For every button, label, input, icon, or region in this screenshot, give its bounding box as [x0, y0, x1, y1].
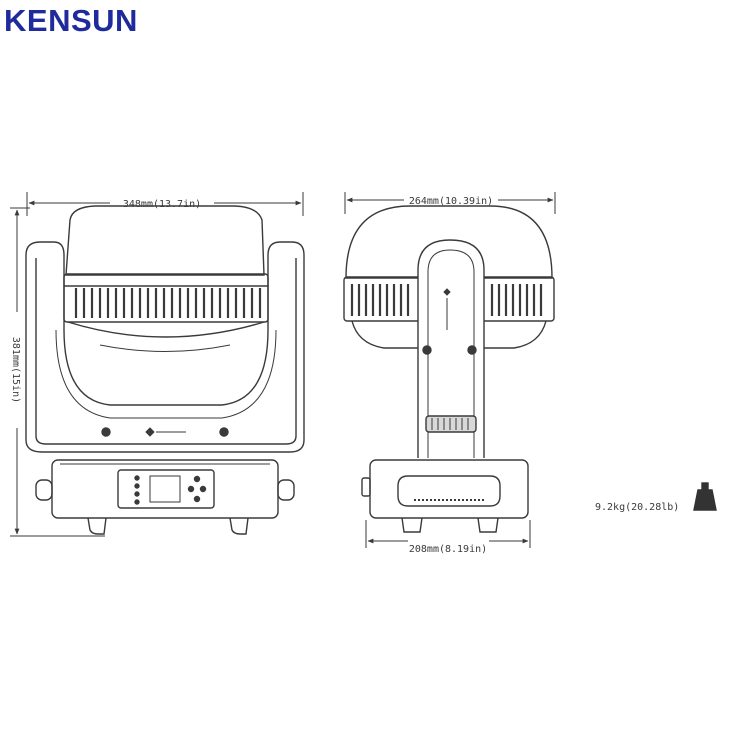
- cooling-fins-side: [350, 284, 543, 316]
- base-icon: [35, 459, 295, 535]
- logo-mark-side-icon: [443, 288, 451, 330]
- yoke-arm-icon: [417, 239, 485, 458]
- side-head-dimension: [344, 192, 556, 214]
- control-panel-icon: [117, 469, 215, 509]
- screw-icon: [219, 427, 229, 437]
- side-base-depth-label: 208mm(8.19in): [409, 544, 487, 555]
- drawing-panel: [0, 178, 749, 559]
- cooling-fins: [74, 288, 262, 318]
- side-base-dimension: [365, 520, 531, 548]
- weight-label: 9.2kg(20.28lb): [595, 502, 679, 513]
- screw-icon: [101, 427, 111, 437]
- front-height-dimension: [10, 207, 105, 537]
- front-width-dimension: [26, 192, 304, 216]
- lens-head-icon: [63, 205, 269, 352]
- screw-icon: [422, 345, 432, 355]
- tilt-knob-icon: [425, 415, 477, 433]
- logo-mark-icon: [145, 427, 186, 437]
- screw-icon: [467, 345, 477, 355]
- weight-icon: [693, 482, 717, 511]
- base-side-icon: [361, 459, 529, 533]
- brand-logo: KENSUN: [4, 3, 138, 38]
- front-width-label: 348mm(13.7in): [123, 199, 201, 210]
- front-height-label: 381mm(15in): [10, 337, 21, 403]
- side-head-depth-label: 264mm(10.39in): [409, 196, 493, 207]
- yoke-icon: [25, 241, 305, 453]
